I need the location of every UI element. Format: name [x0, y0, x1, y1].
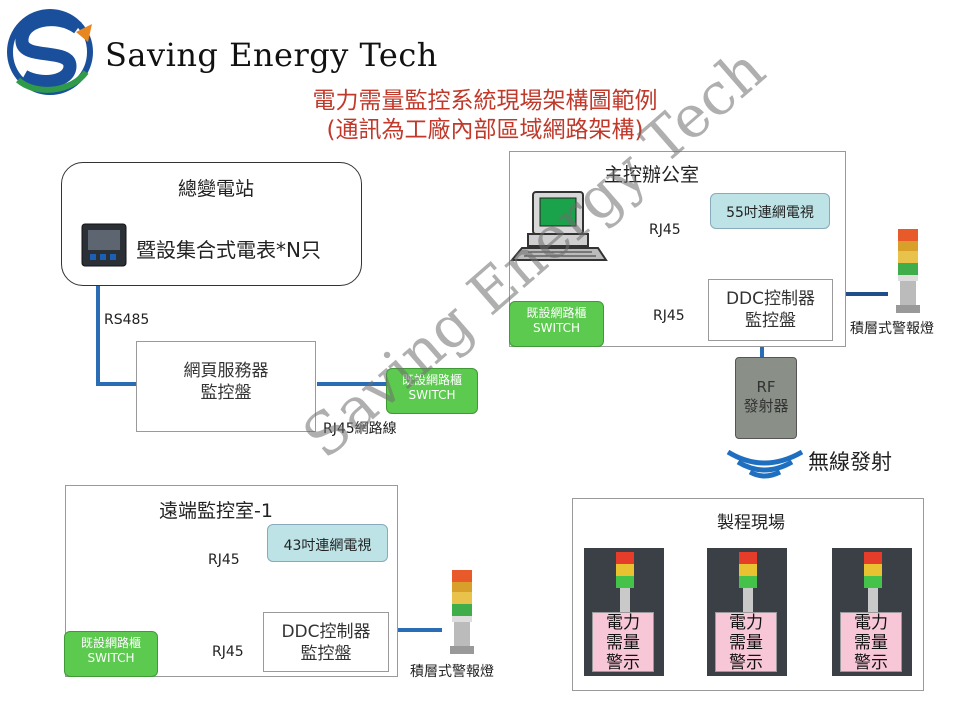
brand-name: Saving Energy Tech [105, 36, 438, 74]
tower-light-icon [864, 552, 882, 612]
diagram-subtitle: (通訊為工廠內部區域網路架構) [326, 117, 644, 143]
process-light-2: 電力需量警示 [707, 548, 787, 676]
office-switch: 既設網路櫃 SWITCH [509, 301, 604, 347]
warning-sign-1: 電力需量警示 [592, 612, 654, 673]
rf-transmitter: RF 發射器 [735, 357, 797, 439]
remote-rj45-label-1: RJ45 [208, 552, 240, 568]
rs485-label: RS485 [104, 312, 150, 328]
diagram-title: 電力需量監控系統現場架構圖範例 [312, 88, 658, 114]
power-meter-icon [81, 223, 127, 267]
main-office-title: 主控辦公室 [604, 164, 700, 186]
switch-line2: SWITCH [408, 388, 456, 402]
office-stack-light-icon [896, 229, 920, 313]
tower-light-icon [616, 552, 634, 612]
office-rj45-label-1: RJ45 [649, 222, 681, 238]
rf-line2: 發射器 [743, 397, 789, 415]
remote-stack-light-label: 積層式警報燈 [410, 664, 494, 680]
switch-line1: 既設網路櫃 [401, 373, 462, 387]
tower-light-icon [739, 552, 757, 612]
company-logo [7, 9, 93, 95]
substation-title: 總變電站 [178, 178, 255, 200]
computer-icon [509, 191, 608, 261]
remote-ddc-panel: DDC控制器 監控盤 [263, 612, 389, 672]
process-light-1: 電力需量警示 [584, 548, 664, 676]
warning-sign-2: 電力需量警示 [715, 612, 777, 673]
rs485-line [96, 262, 137, 386]
wireless-label: 無線發射 [808, 450, 892, 474]
rj45-cable-label: RJ45網路線 [323, 421, 397, 437]
switch-line2: SWITCH [87, 651, 135, 665]
rf-line1: RF [756, 378, 776, 396]
switch-line1: 既設網路櫃 [526, 306, 587, 320]
process-light-3: 電力需量警示 [832, 548, 912, 676]
switch-line2: SWITCH [532, 321, 581, 335]
remote-switch: 既設網路櫃 SWITCH [64, 631, 158, 677]
ddc-line2: 監控盤 [300, 644, 352, 664]
office-rj45-label-2: RJ45 [653, 308, 685, 324]
ddc-line2: 監控盤 [745, 311, 796, 331]
remote-rj45-label-2: RJ45 [212, 644, 244, 660]
switch-line1: 既設網路櫃 [80, 636, 141, 650]
process-site-title: 製程現場 [717, 513, 785, 533]
ddc-line1: DDC控制器 [725, 289, 816, 309]
office-ddc-panel: DDC控制器 監控盤 [708, 279, 833, 341]
substation-switch: 既設網路櫃 SWITCH [386, 368, 478, 414]
web-server-panel: 網頁服務器 監控盤 [136, 341, 316, 432]
ddc-line1: DDC控制器 [281, 622, 371, 642]
web-server-line2: 監控盤 [200, 383, 252, 403]
warning-sign-3: 電力需量警示 [840, 612, 902, 673]
office-tv: 55吋連網電視 [710, 193, 830, 229]
office-stack-light-label: 積層式警報燈 [850, 321, 934, 337]
remote-tv: 43吋連網電視 [267, 524, 388, 562]
remote-room-title: 遠端監控室-1 [159, 500, 273, 522]
meter-description: 暨設集合式電表*N只 [136, 238, 321, 262]
remote-stack-light-icon [450, 570, 474, 654]
wireless-signal-icon [726, 449, 804, 479]
web-server-line1: 網頁服務器 [183, 361, 269, 381]
